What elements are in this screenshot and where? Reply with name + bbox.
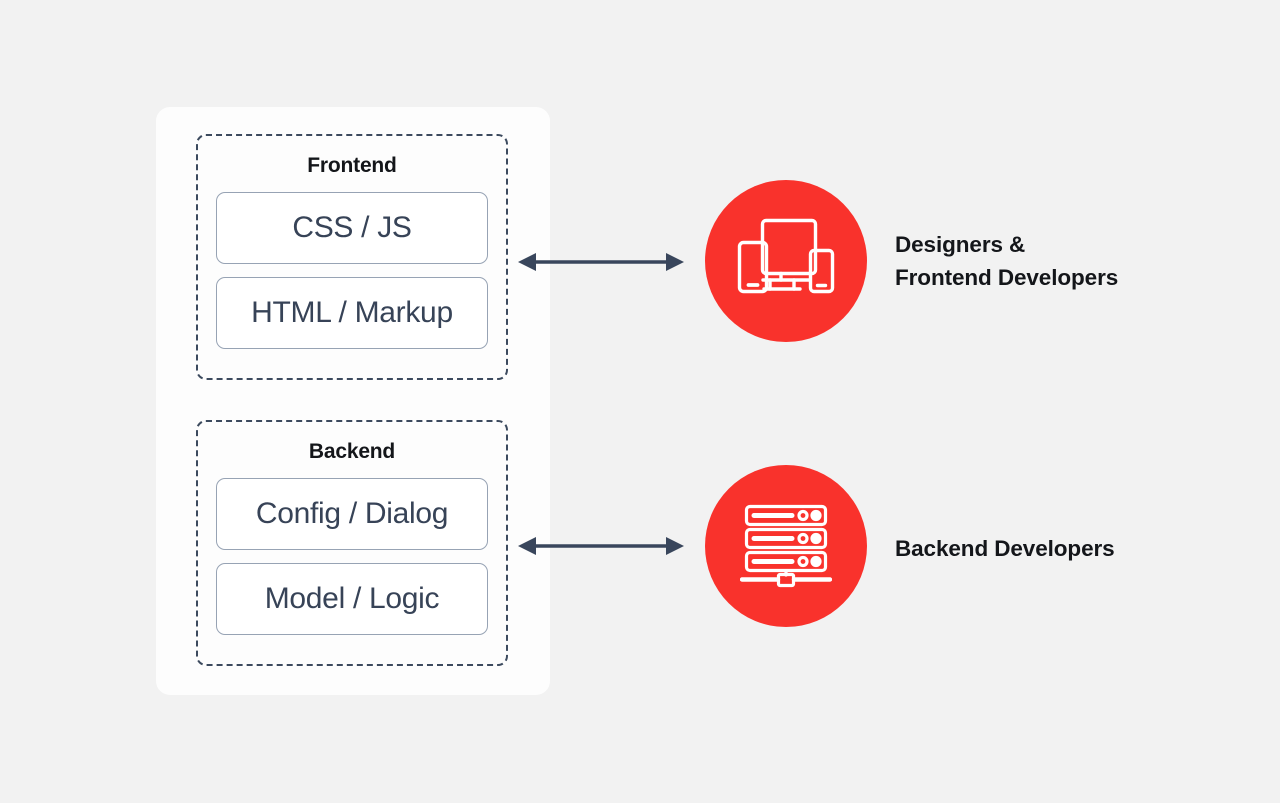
module-box-model-logic[interactable]: Model / Logic xyxy=(216,563,488,635)
backend-role-label: Backend Developers xyxy=(895,533,1225,566)
backend-role-label-line-1: Backend Developers xyxy=(895,536,1115,561)
backend-role-badge xyxy=(705,465,867,627)
layer-title-frontend: Frontend xyxy=(307,154,397,177)
layer-group-frontend: Frontend CSS / JS HTML / Markup xyxy=(196,134,508,380)
module-list-backend: Config / Dialog Model / Logic xyxy=(198,478,506,635)
module-box-config-dialog[interactable]: Config / Dialog xyxy=(216,478,488,550)
frontend-connector xyxy=(518,249,684,275)
module-box-html-markup[interactable]: HTML / Markup xyxy=(216,277,488,349)
double-arrow-icon xyxy=(518,253,684,271)
module-label-model-logic: Model / Logic xyxy=(264,582,440,615)
application-card: Frontend CSS / JS HTML / Markup Backend … xyxy=(156,107,550,695)
server-rack-icon xyxy=(740,504,832,588)
layer-title-backend: Backend xyxy=(308,440,396,463)
frontend-role-label-line-2: Frontend Developers xyxy=(895,264,1119,290)
frontend-role-label-line-1: Designers & xyxy=(895,232,1026,257)
devices-icon xyxy=(737,218,835,294)
module-label-css-js: CSS / JS xyxy=(292,211,412,244)
double-arrow-icon xyxy=(518,537,684,555)
module-label-config-dialog: Config / Dialog xyxy=(255,497,449,530)
module-box-css-js[interactable]: CSS / JS xyxy=(216,192,488,264)
layer-group-backend: Backend Config / Dialog Model / Logic xyxy=(196,420,508,666)
backend-connector xyxy=(518,533,684,559)
module-label-html-markup: HTML / Markup xyxy=(251,296,453,329)
module-list-frontend: CSS / JS HTML / Markup xyxy=(198,192,506,349)
frontend-role-label: Designers & Frontend Developers xyxy=(895,229,1225,294)
frontend-role-badge xyxy=(705,180,867,342)
